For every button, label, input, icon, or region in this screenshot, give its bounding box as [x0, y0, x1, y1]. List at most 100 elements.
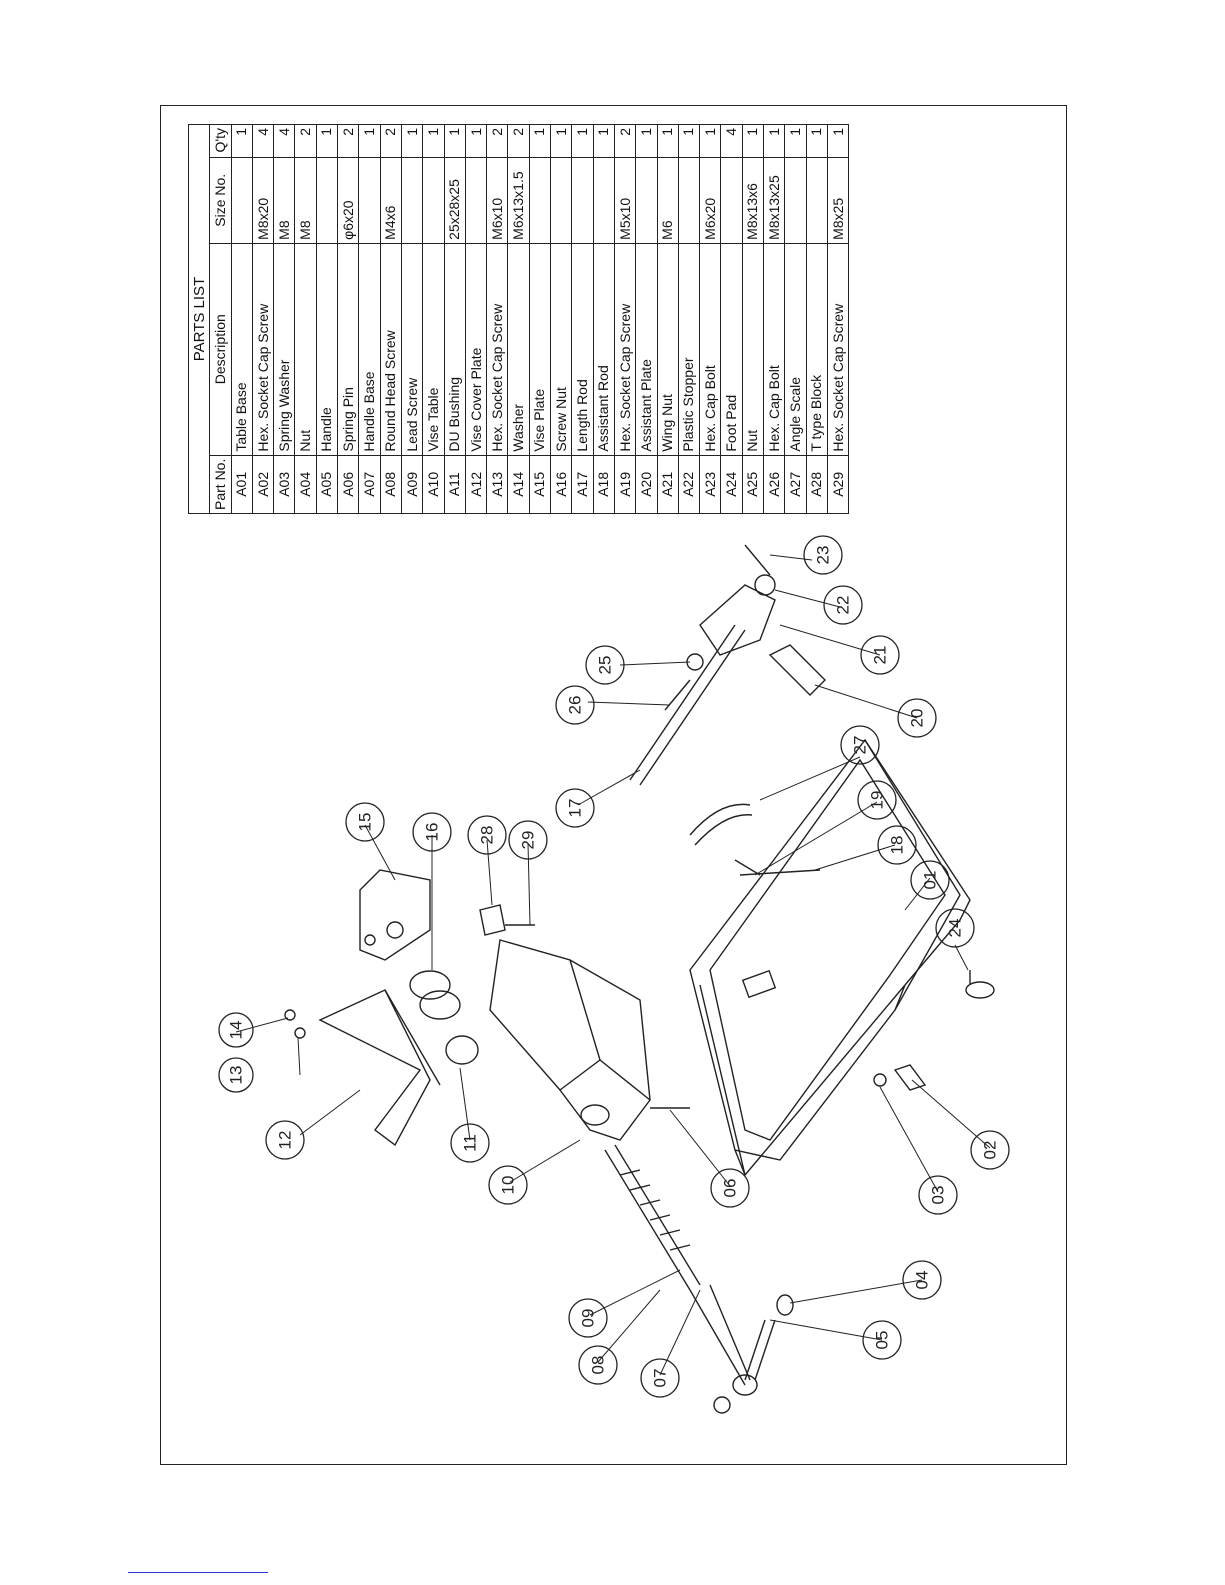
part-no-cell: A29 [827, 455, 849, 514]
callout-label: 06 [721, 1179, 740, 1198]
description-cell: Washer [507, 243, 530, 456]
vise-table-part [489, 939, 651, 1141]
callout-label: 09 [579, 1309, 598, 1328]
callout-18: 18 [877, 825, 917, 865]
callout-label: 24 [946, 919, 965, 938]
callout-29: 29 [508, 820, 548, 860]
callout-19: 19 [857, 780, 897, 820]
assistant-plate-part [768, 644, 826, 696]
callout-label: 28 [478, 826, 497, 845]
qty-cell: 1 [422, 124, 445, 158]
size-no-cell [806, 157, 828, 244]
description-cell: DU Bushing [444, 243, 466, 456]
description-cell: Hex. Socket Cap Screw [614, 243, 636, 456]
callout-label: 25 [596, 656, 615, 675]
description-cell: Vise Plate [529, 243, 551, 456]
part-no-cell: A08 [380, 455, 402, 514]
callout-10: 10 [488, 1165, 528, 1205]
part-no-cell: A27 [784, 455, 807, 514]
callout-label: 12 [276, 1131, 295, 1150]
qty-cell: 1 [550, 124, 572, 158]
size-no-cell: M8 [294, 157, 317, 244]
part-no-cell: A11 [444, 455, 466, 514]
part-no-cell: A12 [465, 455, 487, 514]
description-cell: Lead Screw [401, 243, 423, 456]
callout-label: 18 [888, 836, 907, 855]
qty-cell: 2 [507, 124, 530, 158]
description-cell: Vise Cover Plate [465, 243, 487, 456]
size-no-cell [784, 157, 807, 244]
footer-link-underline[interactable] [128, 1572, 268, 1573]
description-cell: Nut [294, 243, 317, 456]
lead-screw-part [604, 1144, 701, 1291]
description-cell: Hex. Cap Bolt [763, 243, 785, 456]
callout-04: 04 [902, 1260, 942, 1300]
description-cell: Plastic Stopper [678, 243, 700, 456]
part-no-cell: A20 [635, 455, 658, 514]
foot-pad-part [965, 970, 995, 999]
washer-14 [284, 1009, 296, 1021]
qty-cell: 1 [465, 124, 487, 158]
description-cell: Assistant Rod [593, 243, 615, 456]
size-no-cell: M8 [273, 157, 295, 244]
size-no-cell: φ6x20 [337, 157, 359, 244]
callout-17: 17 [555, 788, 595, 828]
qty-cell: 1 [784, 124, 807, 158]
description-cell: Spring Pin [337, 243, 359, 456]
qty-cell: 2 [614, 124, 636, 158]
part-no-cell: A14 [507, 455, 530, 514]
part-no-cell: A21 [657, 455, 679, 514]
qty-cell: 1 [678, 124, 700, 158]
description-cell: Handle Base [358, 243, 381, 456]
hex-socket-cap-screw-part [873, 1064, 927, 1091]
header-qty: Q'ty [209, 124, 232, 158]
qty-cell: 1 [444, 124, 466, 158]
hex-cap-bolt-part-26 [664, 679, 691, 711]
callout-16: 16 [412, 812, 452, 852]
callout-label: 26 [566, 696, 585, 715]
callout-label: 20 [908, 709, 927, 728]
t-type-block-part [479, 904, 535, 936]
hex-socket-cap-screw-19 [734, 859, 761, 876]
qty-cell: 2 [380, 124, 402, 158]
callout-label: 17 [566, 799, 585, 818]
drawing-frame [160, 105, 1067, 1465]
size-no-cell: 25x28x25 [444, 157, 466, 244]
qty-cell: 2 [486, 124, 508, 158]
parts-list-rotated: PARTS LIST Part No. Description Size No.… [188, 124, 849, 514]
parts-list-container: PARTS LIST Part No. Description Size No.… [188, 124, 849, 514]
header-description: Description [209, 243, 232, 456]
part-no-cell: A16 [550, 455, 572, 514]
callout-23: 23 [803, 535, 843, 575]
size-no-cell [550, 157, 572, 244]
size-no-cell [358, 157, 381, 244]
size-no-cell: M6x10 [486, 157, 508, 244]
callout-20: 20 [897, 698, 937, 738]
size-no-cell: M8x13x25 [763, 157, 785, 244]
qty-cell: 2 [294, 124, 317, 158]
part-no-cell: A17 [571, 455, 594, 514]
qty-cell: 1 [231, 124, 253, 158]
hex-cap-bolt-part-23 [744, 544, 771, 576]
qty-cell: 1 [529, 124, 551, 158]
callout-label: 21 [871, 646, 890, 665]
callout-28: 28 [467, 815, 507, 855]
callout-label: 23 [814, 546, 833, 565]
callout-label: 27 [851, 736, 870, 755]
size-no-cell [401, 157, 423, 244]
callout-label: 01 [921, 871, 940, 890]
leader-lines [235, 554, 991, 1376]
qty-cell: 1 [635, 124, 658, 158]
size-no-cell [465, 157, 487, 244]
